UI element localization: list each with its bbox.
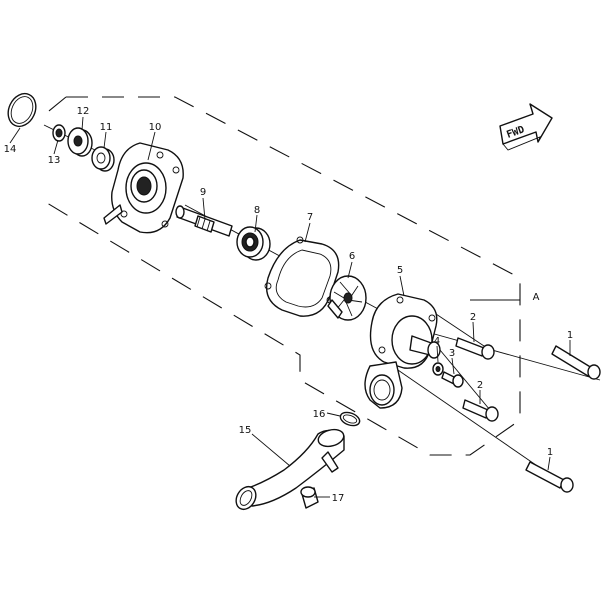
callout-2-upper: 2 (470, 312, 476, 323)
part-14-o-ring (7, 92, 37, 128)
part-16-o-ring (339, 411, 361, 427)
callout-2-lower: 2 (477, 380, 483, 391)
callout-17: 17 (332, 493, 345, 504)
part-15-water-hose (235, 428, 345, 511)
callout-11: 11 (100, 122, 113, 133)
part-11-bushing (91, 146, 115, 172)
callout-1-upper: 1 (567, 330, 573, 341)
forward-arrow-icon: FWD (499, 103, 553, 151)
part-1-long-bolt-upper (551, 345, 601, 380)
part-1-long-bolt-lower (525, 461, 574, 493)
part-4-washer (432, 362, 444, 376)
callout-9: 9 (200, 187, 206, 198)
callout-8: 8 (254, 205, 260, 216)
part-6-impeller (327, 275, 367, 321)
part-7-gasket (264, 236, 340, 317)
callout-15: 15 (239, 425, 252, 436)
callout-4: 4 (434, 336, 440, 347)
part-5-pump-body (364, 293, 441, 409)
callout-1-lower: 1 (547, 447, 553, 458)
part-12-bearing (67, 127, 93, 157)
callout-5: 5 (397, 265, 403, 276)
callout-16: 16 (313, 409, 326, 420)
part-10-housing-cover (103, 142, 184, 234)
part-2-bolt-lower (462, 399, 499, 422)
callout-12: 12 (77, 106, 90, 117)
callout-13: 13 (48, 155, 61, 166)
section-label-a: A (533, 292, 540, 303)
part-8-mechanical-seal (236, 226, 271, 261)
callout-10: 10 (149, 122, 162, 133)
dashed-enclosure (41, 96, 521, 456)
leader-lines (9, 116, 571, 498)
part-17-fitting (300, 486, 319, 509)
callout-6: 6 (349, 251, 355, 262)
part-2-bolt-upper (455, 337, 495, 360)
callout-labels: 14 13 12 11 10 9 8 7 6 5 4 3 2 2 1 1 16 … (4, 106, 574, 504)
part-13-seal (52, 124, 66, 142)
callout-3: 3 (449, 348, 455, 359)
callout-14: 14 (4, 144, 17, 155)
callout-7: 7 (307, 212, 313, 223)
part-9-shaft (175, 205, 233, 237)
part-3-bolt (441, 371, 464, 388)
